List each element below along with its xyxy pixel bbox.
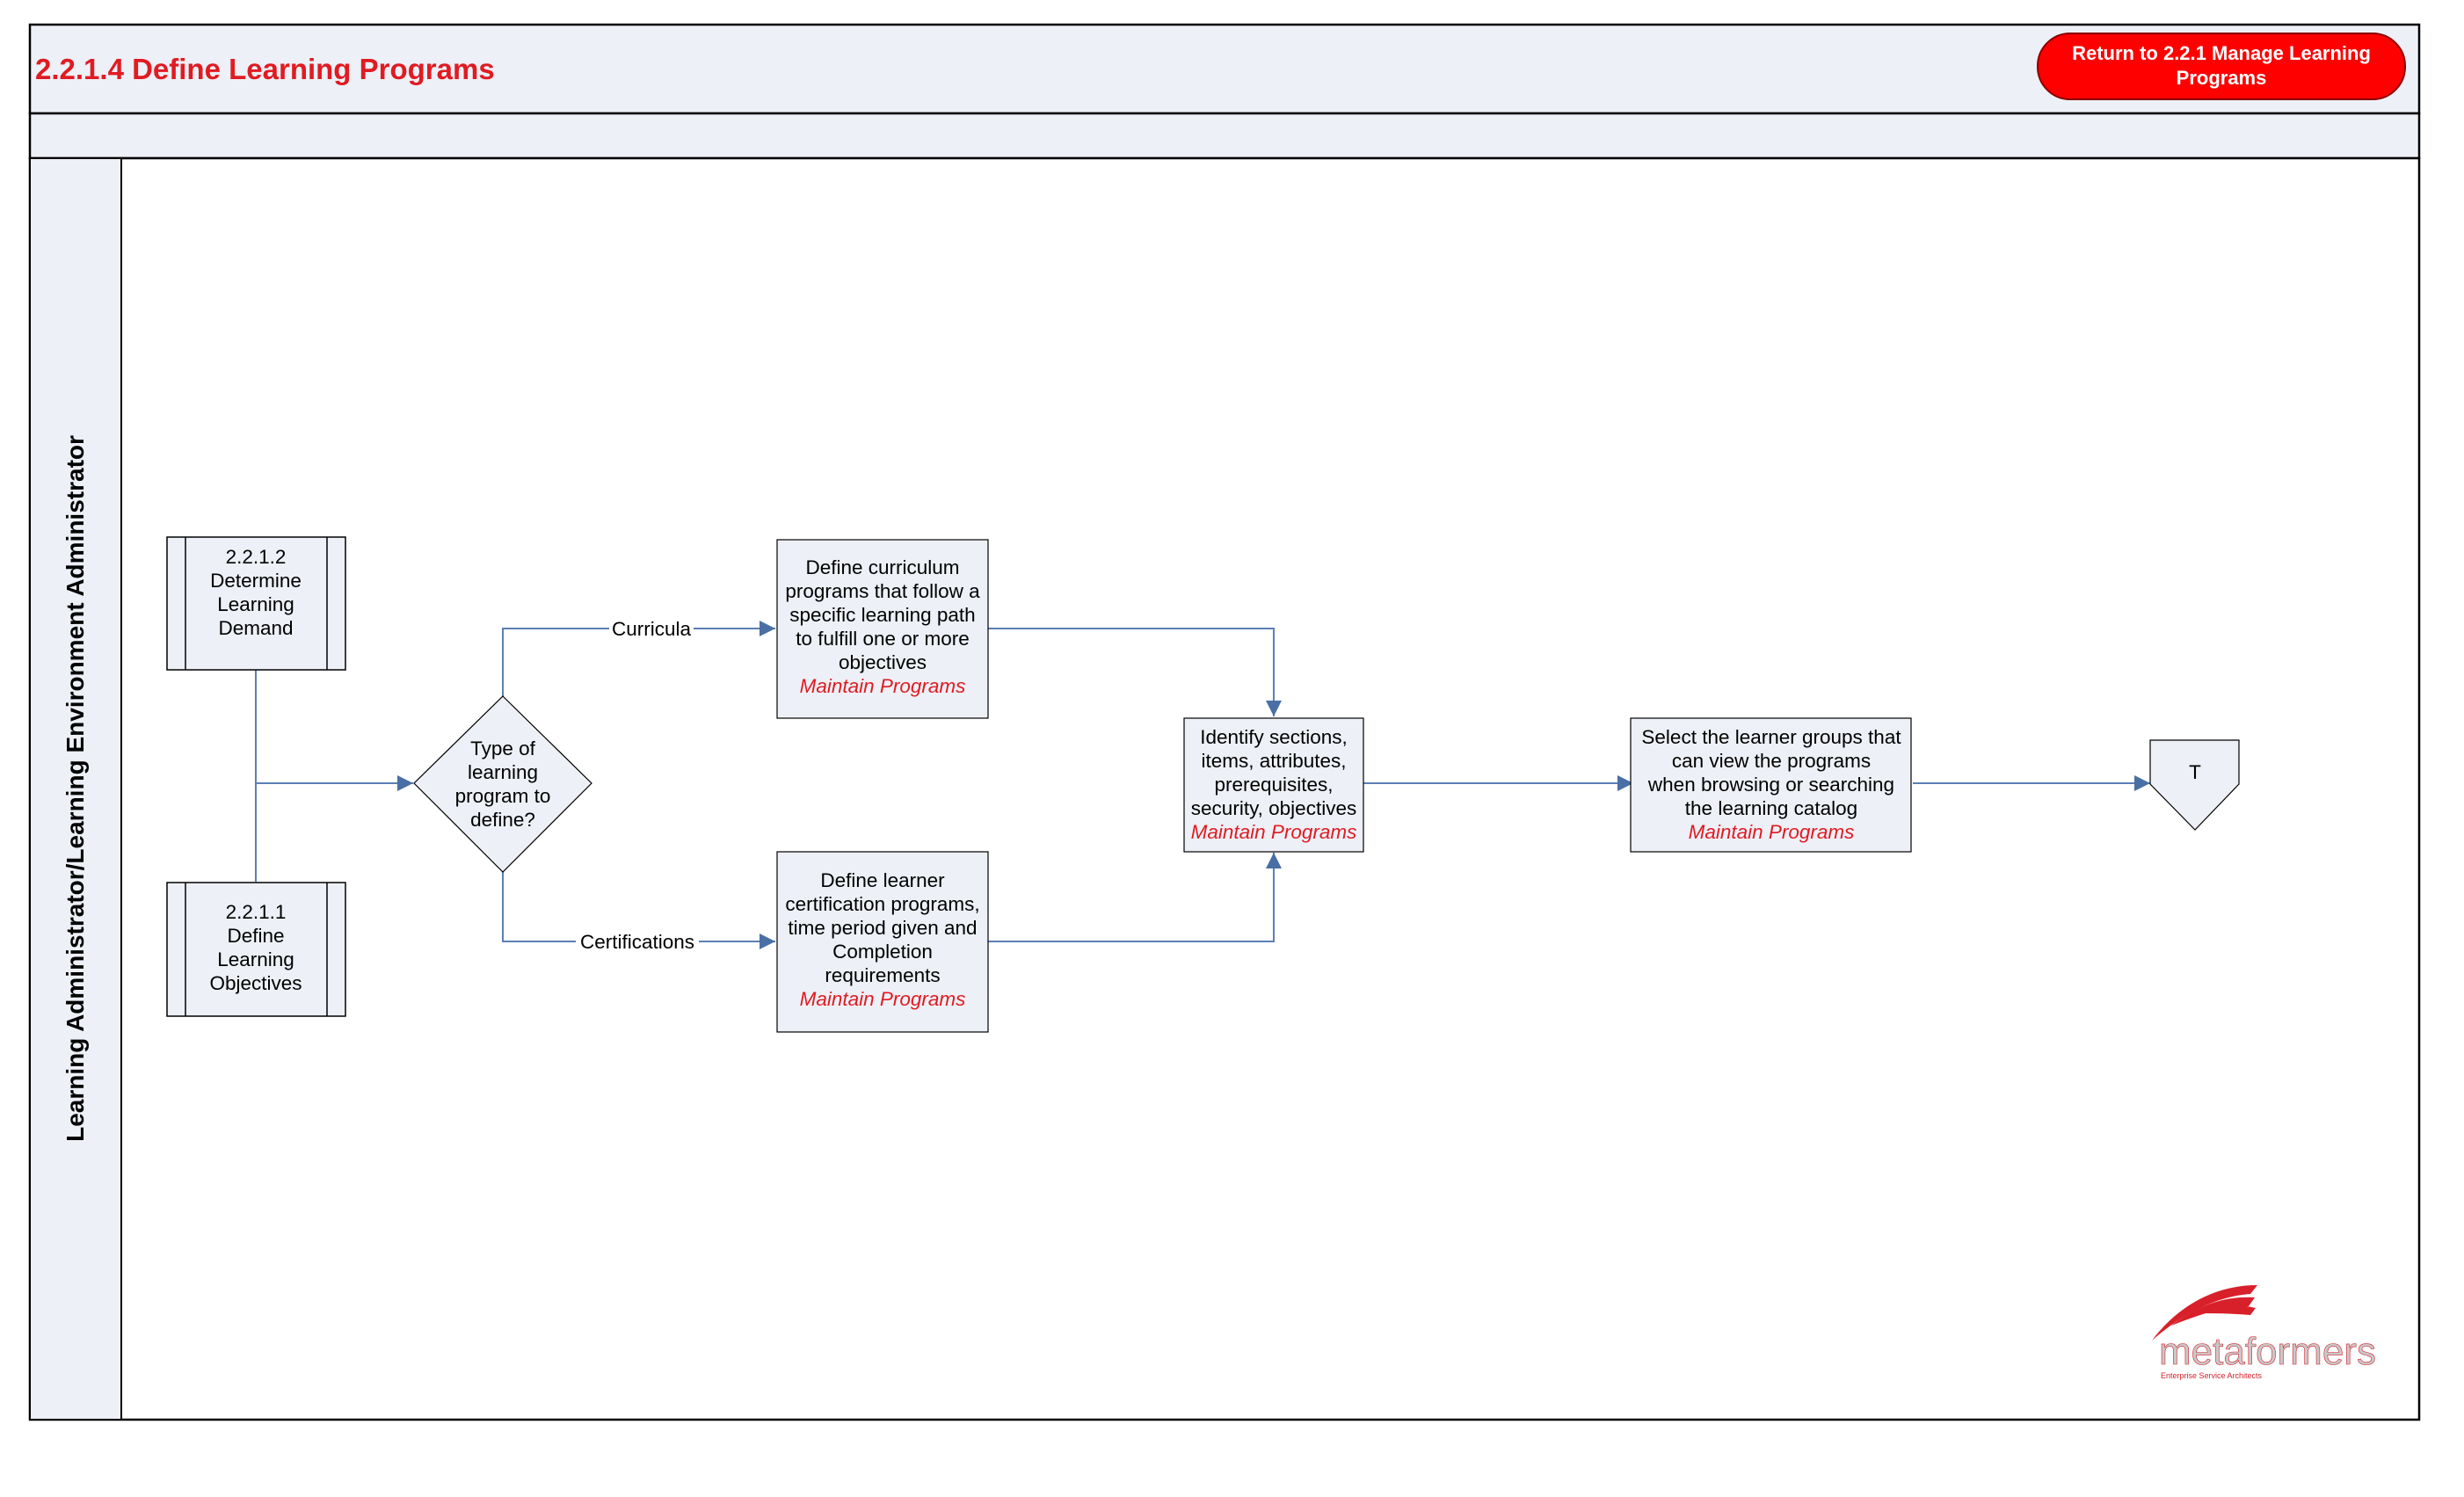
maintain-programs-link-certification[interactable]: Maintain Programs xyxy=(800,988,966,1010)
demand-line4: Demand xyxy=(218,617,293,639)
demand-line2: Determine xyxy=(210,570,302,592)
return-button-label-line1: Return to 2.2.1 Manage Learning xyxy=(2072,42,2371,64)
process-identify-sections: Identify sections, items, attributes, pr… xyxy=(1183,717,1364,853)
objectives-line2: Define xyxy=(227,925,284,947)
swimlane-header xyxy=(29,157,122,1421)
process-select-learner-groups: Select the learner groups that can view … xyxy=(1630,717,1912,853)
decision-line2: learning xyxy=(468,761,538,783)
maintain-programs-link-select[interactable]: Maintain Programs xyxy=(1689,821,1855,843)
decision-line3: program to xyxy=(455,785,551,807)
certification-line2: certification programs, xyxy=(785,893,979,915)
logo-wordmark: metaformers xyxy=(2159,1330,2376,1373)
connector-curriculum-to-identify xyxy=(988,628,1282,716)
subprocess-determine-learning-demand[interactable]: 2.2.1.2 Determine Learning Demand xyxy=(166,536,346,671)
header-bar xyxy=(28,23,2421,115)
edge-label-curricula: Curricula xyxy=(612,618,692,640)
subprocess-define-learning-objectives[interactable]: 2.2.1.1 Define Learning Objectives xyxy=(166,882,346,1017)
objectives-line4: Objectives xyxy=(209,972,302,994)
certification-line1: Define learner xyxy=(820,869,945,891)
select-line3: when browsing or searching xyxy=(1647,774,1894,796)
decision-type-of-program: Type of learning program to define? xyxy=(413,695,592,873)
metaformers-logo: metaformers Enterprise Service Architect… xyxy=(2152,1285,2376,1380)
logo-tagline: Enterprise Service Architects xyxy=(2161,1371,2263,1380)
connectors xyxy=(255,621,2150,949)
curriculum-line5: objectives xyxy=(839,651,927,673)
offpage-terminator: T xyxy=(2149,739,2240,831)
curriculum-line2: programs that follow a xyxy=(785,580,980,602)
demand-line3: Learning xyxy=(217,593,294,615)
identify-line2: items, attributes, xyxy=(1201,750,1346,772)
page-title: 2.2.1.4 Define Learning Programs xyxy=(35,53,495,85)
curriculum-line1: Define curriculum xyxy=(805,556,959,578)
swimlane-label: Learning Administrator/Learning Environm… xyxy=(62,435,89,1142)
process-define-curriculum: Define curriculum programs that follow a… xyxy=(776,539,989,719)
certification-line4: Completion xyxy=(832,941,933,963)
return-button[interactable]: Return to 2.2.1 Manage Learning Programs xyxy=(2037,33,2406,100)
process-define-certification: Define learner certification programs, t… xyxy=(776,851,989,1033)
identify-line4: security, objectives xyxy=(1191,797,1356,819)
certification-line3: time period given and xyxy=(788,917,977,939)
identify-line1: Identify sections, xyxy=(1200,726,1348,748)
curriculum-line3: specific learning path xyxy=(789,604,975,626)
demand-line1: 2.2.1.2 xyxy=(226,546,287,568)
maintain-programs-link-identify[interactable]: Maintain Programs xyxy=(1191,821,1357,843)
select-line4: the learning catalog xyxy=(1685,797,1857,819)
objectives-line1: 2.2.1.1 xyxy=(226,901,287,923)
select-line2: can view the programs xyxy=(1672,750,1871,772)
return-button-label-line2: Programs xyxy=(2177,67,2267,89)
maintain-programs-link-curriculum[interactable]: Maintain Programs xyxy=(800,675,966,697)
logo-swoosh-icon xyxy=(2152,1285,2257,1341)
curriculum-line4: to fulfill one or more xyxy=(796,628,970,650)
objectives-line3: Learning xyxy=(217,948,294,970)
phase-bar xyxy=(28,112,2421,160)
edge-label-certifications: Certifications xyxy=(580,931,694,953)
decision-line1: Type of xyxy=(470,738,536,759)
connector-certification-to-identify xyxy=(988,853,1282,942)
select-line1: Select the learner groups that xyxy=(1641,726,1901,748)
terminator-label: T xyxy=(2189,761,2201,783)
decision-line4: define? xyxy=(470,809,535,831)
identify-line3: prerequisites, xyxy=(1214,774,1333,796)
certification-line5: requirements xyxy=(825,964,940,986)
